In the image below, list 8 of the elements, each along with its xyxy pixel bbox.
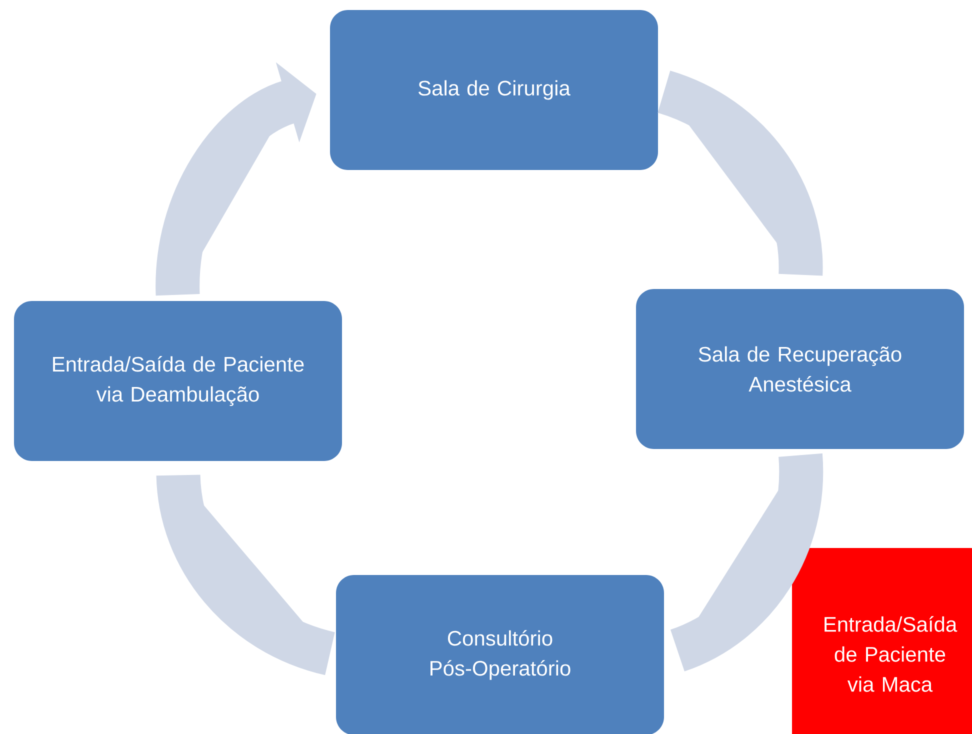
arrow xyxy=(669,454,824,671)
arrow xyxy=(156,474,336,675)
process-box: Consultório Pós-Operatório xyxy=(336,575,664,734)
process-box: Sala de Cirurgia xyxy=(330,10,658,170)
process-box: Entrada/Saída de Paciente via Deambulação xyxy=(14,301,342,461)
process-box: Sala de Recuperação Anestésica xyxy=(636,289,964,449)
arrow xyxy=(656,70,823,276)
process-box: Entrada/Saída de Paciente via Maca xyxy=(792,548,972,734)
